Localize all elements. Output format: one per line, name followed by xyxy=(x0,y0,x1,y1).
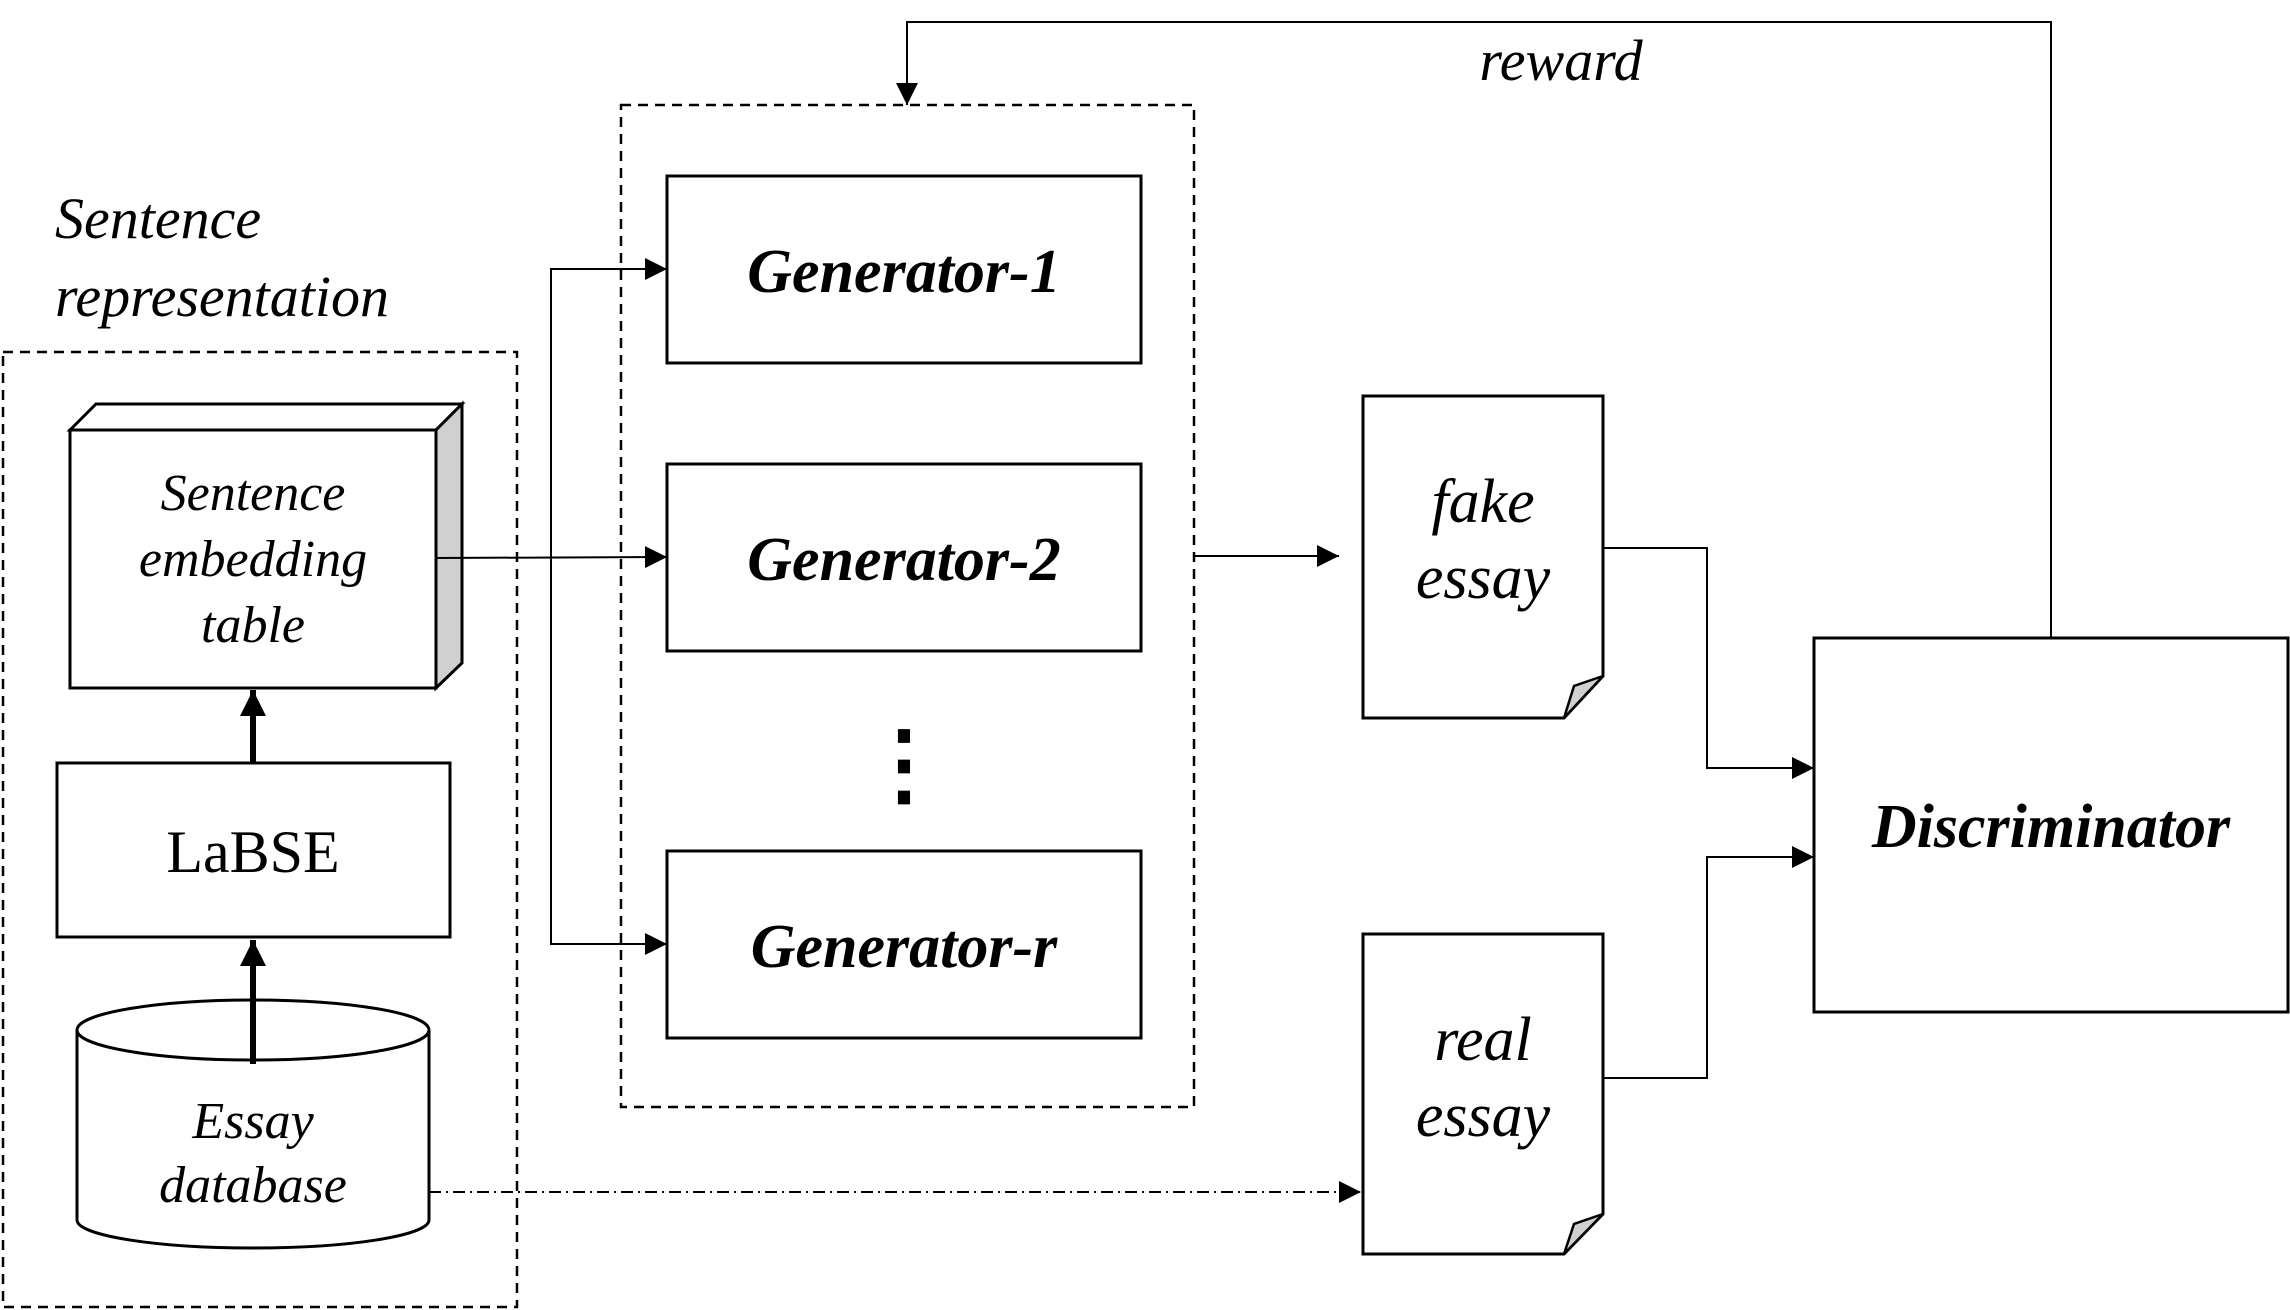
generator-1: Generator-1 xyxy=(665,174,1143,365)
arrow-reward-feedback xyxy=(896,21,2052,638)
embedding-table-line3: table xyxy=(201,597,305,654)
labse-label: LaBSE xyxy=(166,819,339,885)
fake-essay-line2: essay xyxy=(1416,544,1551,612)
fanout-bus-lower xyxy=(550,558,667,955)
sentence-embedding-table: Sentence embedding table xyxy=(66,400,466,692)
generator-1-label: Generator-1 xyxy=(747,238,1060,306)
database-line1: Essay xyxy=(191,1093,314,1150)
arrow-real-essay-to-discriminator xyxy=(1603,846,1814,1079)
real-essay-line2: essay xyxy=(1416,1082,1551,1150)
fake-essay-line1: fake xyxy=(1431,468,1534,536)
reward-label: reward xyxy=(1479,28,1643,93)
embedding-table-line2: embedding xyxy=(139,531,367,588)
discriminator-label: Discriminator xyxy=(1871,793,2231,861)
real-essay-line1: real xyxy=(1434,1006,1532,1074)
labse-box: LaBSE xyxy=(55,761,452,939)
real-essay-fold xyxy=(1562,1212,1604,1255)
sentence-representation-group: Sentence representation Sentence embeddi… xyxy=(1,186,519,1309)
embedding-table-line1: Sentence xyxy=(161,465,346,522)
fanout-bus xyxy=(550,258,667,558)
fake-essay-fold xyxy=(1562,674,1604,719)
real-essay-document: real essay xyxy=(1361,932,1605,1256)
fanout-connectors xyxy=(435,258,668,955)
generators-ellipsis: ⋮ xyxy=(859,716,949,815)
group-label-line1: Sentence xyxy=(55,186,261,251)
embedding-table-side-face xyxy=(434,400,464,692)
sentence-representation-border xyxy=(1,350,519,1309)
embedding-table-front-face xyxy=(68,428,438,690)
generator-r-label: Generator-r xyxy=(751,913,1058,981)
group-label-line2: representation xyxy=(55,264,389,329)
embedding-table-top-face xyxy=(66,402,466,432)
generators-group: Generator-1 Generator-2 ⋮ Generator-r xyxy=(619,103,1196,1109)
generator-r: Generator-r xyxy=(665,849,1143,1040)
discriminator-box: Discriminator xyxy=(1812,636,2290,1014)
fake-essay-document: fake essay xyxy=(1361,394,1605,720)
generators-border xyxy=(619,103,1196,1109)
arrow-fake-essay-to-discriminator xyxy=(1603,547,1814,779)
generator-2: Generator-2 xyxy=(665,462,1143,653)
database-line2: database xyxy=(159,1157,347,1214)
generator-2-label: Generator-2 xyxy=(747,526,1060,594)
